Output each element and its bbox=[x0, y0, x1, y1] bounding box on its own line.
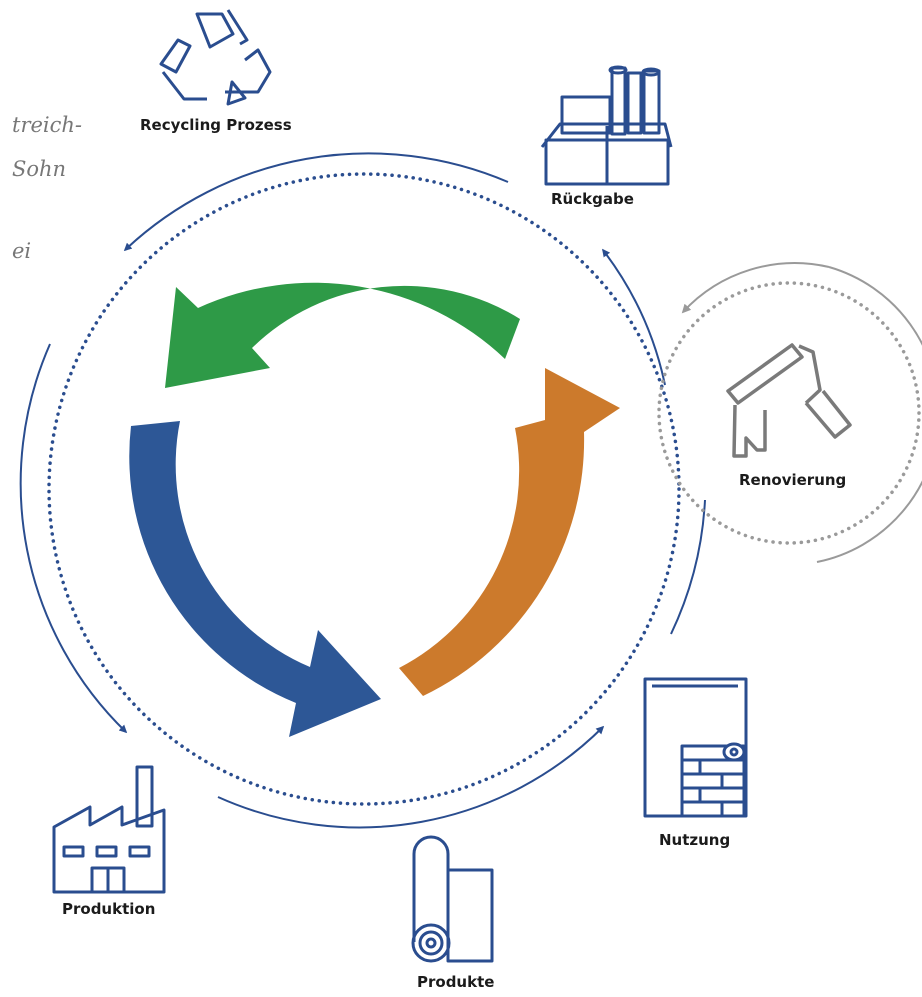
arc-right-to-rueckgabe bbox=[602, 248, 666, 386]
label-nutzung: Nutzung bbox=[659, 831, 731, 849]
label-renovierung: Renovierung bbox=[739, 471, 847, 489]
factory-icon bbox=[52, 765, 166, 894]
renovierung-dotted-circle bbox=[657, 281, 921, 545]
box-return-icon bbox=[540, 65, 673, 186]
label-rueckgabe: Rückgabe bbox=[551, 190, 634, 208]
recycle-icon bbox=[159, 9, 272, 106]
blue-arrow bbox=[129, 421, 381, 737]
arc-recycling-to-left bbox=[123, 152, 509, 252]
renovierung-gray-arc bbox=[816, 266, 922, 563]
cut-text-2: Sohn bbox=[12, 157, 67, 181]
renovierung-gray-arrow bbox=[681, 262, 830, 314]
green-arrow bbox=[165, 282, 520, 388]
dotted-cycle-circle bbox=[47, 172, 681, 806]
paint-roller-icon bbox=[726, 343, 852, 458]
cut-text-1: treich- bbox=[12, 113, 83, 137]
cut-text-3: ei bbox=[12, 239, 32, 263]
orange-arrow bbox=[399, 368, 620, 696]
arc-left-to-produktion bbox=[19, 343, 128, 734]
wallpaper-wall-icon bbox=[643, 677, 748, 818]
wallpaper-roll-icon bbox=[411, 835, 494, 963]
arc-right-lower bbox=[670, 499, 706, 635]
label-produktion: Produktion bbox=[62, 900, 156, 918]
label-recycling-prozess: Recycling Prozess bbox=[140, 116, 292, 134]
arc-produkte-to-nutzung bbox=[217, 725, 605, 829]
label-produkte: Produkte bbox=[417, 973, 495, 991]
